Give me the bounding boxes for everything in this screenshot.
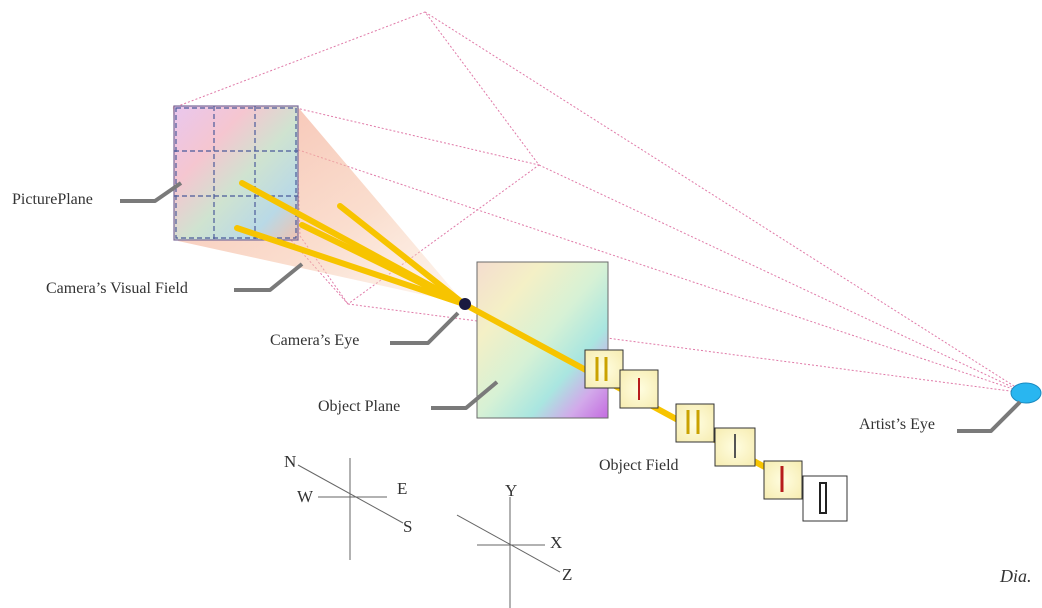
camera-eye-dot [459, 298, 471, 310]
camera-field-pointer [234, 262, 304, 292]
picture-plane-pointer [120, 181, 183, 203]
axis-x-label: X [550, 533, 563, 552]
object-plane-pointer [431, 380, 499, 410]
artist-eye-pointer [957, 400, 1022, 433]
camera-visual-field-label: Camera’s Visual Field [46, 280, 188, 297]
xyz-axes-lines [456, 497, 561, 608]
artist-eye-label: Artist’s Eye [859, 416, 935, 433]
caption: Dia. [1000, 566, 1032, 586]
object-plane [476, 261, 609, 419]
object-tile [584, 349, 624, 389]
object-field-tiles [584, 349, 848, 522]
axis-y-label: Y [505, 481, 518, 500]
object-field-label: Object Field [599, 457, 679, 474]
picture-plane [173, 105, 299, 241]
object-tile [763, 460, 803, 500]
compass-lines [297, 458, 404, 560]
object-tile [802, 475, 848, 522]
compass-e-label: E [397, 479, 408, 498]
object-tile [714, 427, 756, 467]
compass-s-label: S [403, 517, 413, 536]
artist-eye-icon [1010, 382, 1042, 404]
camera-eye-label: Camera’s Eye [270, 332, 360, 349]
camera-eye-pointer [390, 311, 460, 345]
object-plane-label: Object Plane [318, 398, 401, 415]
picture-plane-label: PicturePlane [12, 191, 93, 208]
axis-z-label: Z [562, 565, 573, 584]
compass-w-label: W [297, 487, 314, 506]
label-pointers [120, 181, 1022, 433]
object-tile [675, 403, 715, 443]
light-rays [234, 180, 825, 501]
object-tile [619, 369, 659, 409]
compass-n-label: N [284, 452, 297, 471]
